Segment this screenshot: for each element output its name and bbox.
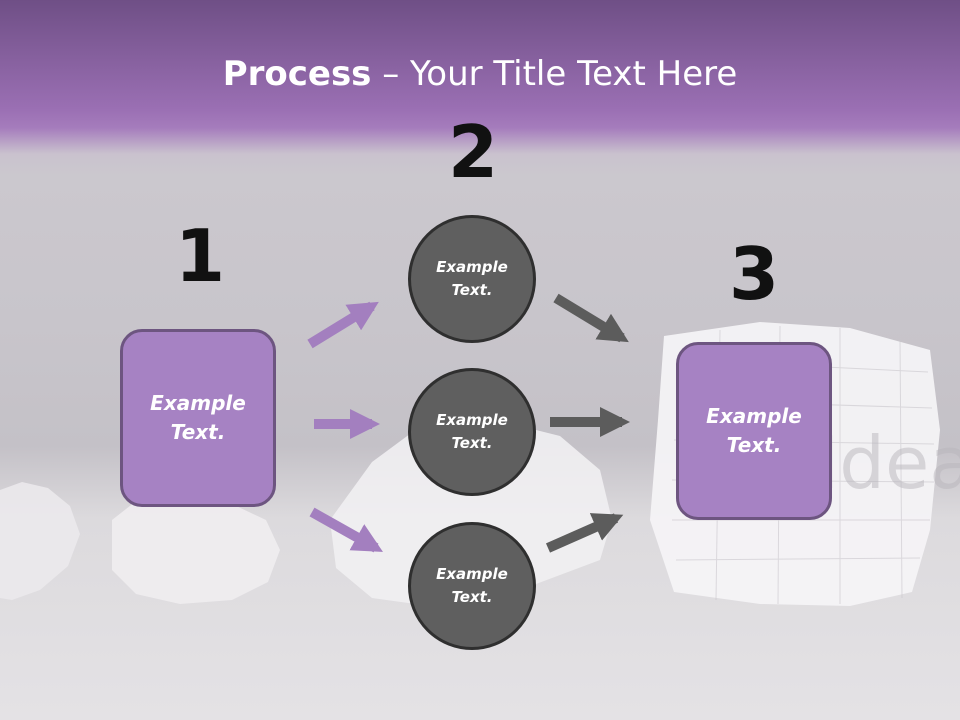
process-box-right-line2: Text. <box>726 433 782 457</box>
arrow-circle-top-to-box <box>553 293 629 343</box>
step-number-2: 2 <box>447 110 499 194</box>
title-rest: – Your Title Text Here <box>371 54 738 94</box>
header-band <box>0 0 960 175</box>
process-circle-middle-line1: Example <box>436 411 508 429</box>
process-circle-top-line2: Text. <box>451 281 493 299</box>
step-number-3: 3 <box>728 232 780 316</box>
arrow-circle-bottom-to-box <box>545 513 624 553</box>
process-circle-bottom-line2: Text. <box>451 588 493 606</box>
process-box-right-line1: Example <box>706 404 802 428</box>
title-bold: Process <box>222 54 372 94</box>
arrow-box-to-circle-top <box>307 301 379 349</box>
arrow-box-to-circle-bottom <box>309 507 383 553</box>
process-circle-middle-line2: Text. <box>451 434 493 452</box>
process-circle-middle: Example Text. <box>408 368 536 496</box>
paper-ball-center <box>330 418 612 606</box>
paper-ball-center-left <box>112 494 280 604</box>
process-box-left-line2: Text. <box>170 420 226 444</box>
paper-handwriting: Idea <box>818 421 960 505</box>
process-circle-bottom-line1: Example <box>436 565 508 583</box>
process-circle-bottom: Example Text. <box>408 522 536 650</box>
process-box-left: Example Text. <box>120 329 276 507</box>
process-circle-top: Example Text. <box>408 215 536 343</box>
process-box-right: Example Text. <box>676 342 832 520</box>
process-box-left-line1: Example <box>150 391 246 415</box>
paper-ball-left <box>0 482 80 600</box>
step-number-1: 1 <box>174 214 226 298</box>
process-circle-top-line1: Example <box>436 258 508 276</box>
slide-title: Process – Your Title Text Here <box>0 52 960 96</box>
